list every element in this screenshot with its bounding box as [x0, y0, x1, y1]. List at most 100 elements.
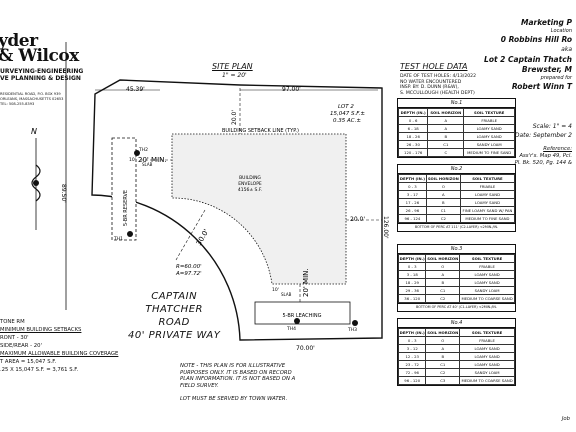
zoning-coverage-calc: .25 X 15,047 S.F. = 3,761 S.F. [0, 367, 79, 373]
table-cell: 18 - 26 [397, 132, 429, 141]
table-cell: MEDIUM TO FINE SAND [459, 214, 516, 223]
table-cell: O [425, 262, 461, 271]
zoning-coverage-title: MAXIMUM ALLOWABLE BUILDING COVERAGE [0, 351, 119, 357]
column-header: DEPTH (IN.) [397, 108, 429, 117]
lot-area-ac: 0.35 AC.± [333, 118, 361, 124]
note-line-3: PLAN INFORMATION. IT IS NOT BASED ON A [180, 376, 296, 383]
table-cell: 0 - 6 [397, 116, 429, 125]
dim-top-left: 45.39' [126, 86, 145, 93]
logo-address-1: RESIDENTIAL ROAD, P.O. BOX 939 [0, 92, 61, 96]
test-hole-inspector-2: S. MCCULLOUGH (HEALTH DEPT) [400, 90, 475, 96]
column-header: SOIL TEXTURE [459, 174, 516, 183]
envelope-label-2: ENVELOPE [238, 181, 262, 187]
table-cell: SANDY LOAM [463, 140, 515, 149]
table-cell: 12 - 23 [397, 352, 427, 361]
column-header: SOIL HORIZON [425, 254, 461, 263]
site-plan-scale: 1" = 20' [222, 72, 247, 79]
test-hole-title: TEST HOLE DATA [400, 62, 468, 71]
road-label: CAPTAIN THATCHER ROAD 40' PRIVATE WAY [128, 290, 220, 342]
min-setback-left: 20' MIN. [138, 156, 167, 164]
table-cell: SANDY LOAM [459, 368, 515, 377]
table-cell: C1 [425, 206, 461, 215]
zoning-lot-area: T AREA = 15,047 S.F. [0, 359, 57, 365]
table-cell: C2 [425, 214, 461, 223]
date-value: Date: September 2 [514, 132, 572, 139]
th1-label: TH1 [113, 236, 123, 242]
logo-address: RESIDENTIAL ROAD, P.O. BOX 939 ORLEANS, … [0, 92, 63, 107]
logo-line-2: & Wilcox [0, 46, 79, 66]
dim-setback-top: 20.0' [231, 110, 238, 125]
table-cell: LOAMY SAND [459, 344, 515, 353]
table-cell: LOAMY SAND [459, 198, 516, 207]
column-header: DEPTH (IN.) [397, 254, 427, 263]
dim-setback-right: 20.0' [350, 216, 365, 223]
table-cell: O [425, 336, 461, 345]
building-envelope [171, 133, 347, 285]
column-header: SOIL TEXTURE [459, 328, 515, 337]
dim-top-right: 97.00' [282, 86, 301, 93]
table-cell: 3 - 17 [398, 190, 427, 199]
zoning-front: RONT - 30' [0, 335, 29, 341]
slab-label-bottom: SLAB [281, 292, 292, 297]
table-cell: LOAMY SAND [459, 278, 515, 287]
dim-left: 89.50' [60, 184, 67, 203]
table-cell: 96 - 120 [397, 376, 427, 385]
table-cell: C1 [425, 360, 461, 369]
leaching-area [254, 301, 351, 325]
column-header: SOIL HORIZON [425, 174, 461, 183]
perc-note: BOTTOM OF PERC AT 40' (C1-LAYER) <2MIN./… [398, 303, 515, 311]
table-cell: C3 [425, 376, 461, 385]
table-cell: 6 - 18 [397, 124, 429, 133]
table-cell: B [425, 198, 461, 207]
zoning-district: TONE RM [0, 319, 25, 325]
table-cell: A [427, 116, 465, 125]
test-hole-name: No.2 [398, 165, 515, 174]
zoning-block: TONE RM MINIMUM BUILDING SETBACKS RONT -… [0, 318, 118, 374]
reserve-area [111, 137, 137, 241]
dim-setback-radial: 30.0' [195, 228, 211, 247]
table-cell: 0 - 3 [397, 336, 427, 345]
envelope-label-3: 4156± S.F. [238, 187, 262, 193]
column-header: SOIL TEXTURE [463, 108, 515, 117]
reference-block: Reference: Ass'r's. Map 49, Pcl. Pl. Bk.… [515, 146, 572, 167]
table-cell: 26 - 96 [398, 206, 427, 215]
dim-10-left: 10' [129, 157, 136, 163]
test-hole-date: DATE OF TEST HOLES: 4/13/2022 [400, 74, 477, 79]
table-cell: LOAMY SAND [459, 352, 515, 361]
table-cell: LOAMY SAND [459, 270, 515, 279]
marketing-line-8: Robert Winn T [511, 82, 572, 91]
table-cell: FRIABLE [463, 116, 515, 125]
reserve-label: 5-BR RESERVE [123, 190, 129, 226]
test-hole-1-marker [127, 231, 133, 237]
note-line-2: PURPOSES ONLY. IT IS BASED ON RECORD [180, 369, 292, 376]
site-plan-title: SITE PLAN [212, 62, 253, 71]
table-cell: MEDIUM TO FINE SAND [463, 148, 515, 157]
road-line-3: ROAD [158, 317, 190, 328]
table-cell: B [425, 278, 461, 287]
north-arrow-icon [31, 138, 41, 230]
test-hole-name: No.1 [398, 99, 515, 108]
min-setback-bottom: 20' MIN. [302, 268, 310, 297]
table-cell: 96 - 124 [398, 214, 427, 223]
table-cell: LOAMY SAND [463, 124, 515, 133]
test-hole-name: No.4 [398, 319, 515, 328]
logo-tagline: URVEYING·ENGINEERING VE PLANNING & DESIG… [0, 68, 83, 82]
table-cell: FINE LOAMY SAND W/ PAN [459, 206, 516, 215]
scale-block: Scale: 1" = 4 Date: September 2 [515, 122, 572, 140]
table-cell: LOAMY SAND [463, 132, 515, 141]
